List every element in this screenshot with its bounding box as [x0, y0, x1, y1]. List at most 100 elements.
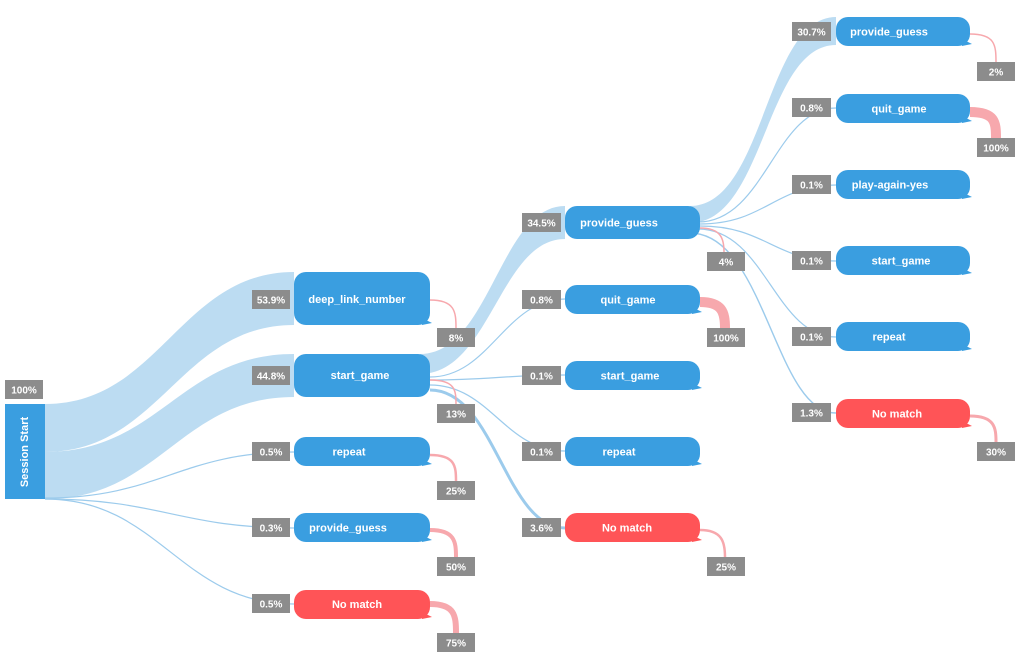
flow-links	[44, 17, 837, 605]
exit-curve-quit-game-3	[969, 107, 1001, 139]
exit-curve-no-match	[429, 601, 459, 634]
pct-badge: 0.5%	[252, 442, 290, 461]
flow-start-to-no-match	[44, 498, 295, 605]
svg-text:8%: 8%	[449, 334, 464, 345]
pct-badge: 34.5%	[522, 213, 561, 232]
exit-badge: 50%	[437, 557, 475, 576]
node-repeat-3[interactable]: repeat	[836, 322, 972, 351]
pct-badge: 53.9%	[252, 290, 290, 309]
node-provide-guess[interactable]: provide_guess	[294, 513, 432, 542]
pct-badge: 0.3%	[252, 518, 290, 537]
svg-text:0.5%: 0.5%	[260, 600, 283, 611]
exit-badge: 4%	[707, 252, 745, 271]
exit-curve-provide-guess-2	[699, 227, 725, 253]
exit-badge: 25%	[707, 557, 745, 576]
svg-text:1.3%: 1.3%	[800, 409, 823, 420]
svg-text:53.9%: 53.9%	[257, 296, 285, 307]
exit-badge: 13%	[437, 404, 475, 423]
node-label: start_game	[331, 370, 390, 382]
session-start-pct-badge: 100%	[5, 380, 43, 399]
exit-links	[429, 33, 1001, 634]
svg-text:4%: 4%	[719, 258, 734, 269]
node-label: No match	[332, 599, 382, 611]
node-play-again-yes[interactable]: play-again-yes	[836, 170, 972, 199]
node-label: provide_guess	[580, 218, 658, 230]
pct-badge: 30.7%	[792, 22, 831, 41]
node-label: provide_guess	[850, 27, 928, 39]
svg-text:2%: 2%	[989, 68, 1004, 79]
svg-text:75%: 75%	[446, 639, 466, 650]
node-label: repeat	[332, 447, 365, 459]
node-repeat-2[interactable]: repeat	[565, 437, 702, 466]
exit-curve-repeat	[429, 453, 458, 482]
node-label: No match	[602, 523, 652, 535]
node-label: start_game	[601, 371, 660, 383]
session-start-label: Session Start	[19, 417, 31, 488]
exit-curve-quit-game-2	[699, 297, 730, 329]
svg-text:30%: 30%	[986, 448, 1006, 459]
exit-curve-no-match-2	[699, 528, 727, 558]
exit-curve-start-game	[429, 379, 457, 405]
node-quit-game-3[interactable]: quit_game	[836, 94, 972, 123]
svg-text:0.1%: 0.1%	[800, 257, 823, 268]
node-label: No match	[872, 409, 922, 421]
pct-badge: 0.5%	[252, 594, 290, 613]
node-quit-game-2[interactable]: quit_game	[565, 285, 702, 314]
node-provide-guess-2[interactable]: provide_guess	[565, 206, 700, 239]
node-label: provide_guess	[309, 523, 387, 535]
exit-badge: 2%	[977, 62, 1015, 81]
node-start-game-3[interactable]: start_game	[836, 246, 972, 275]
node-repeat[interactable]: repeat	[294, 437, 432, 466]
pct-badge: 0.1%	[792, 327, 831, 346]
svg-text:50%: 50%	[446, 563, 466, 574]
svg-text:3.6%: 3.6%	[530, 524, 553, 535]
svg-text:25%: 25%	[716, 563, 736, 574]
pct-badge: 0.1%	[792, 251, 831, 270]
exit-badge: 100%	[707, 328, 745, 347]
node-provide-guess-3[interactable]: provide_guess	[836, 17, 972, 46]
pct-badge: 0.8%	[522, 290, 561, 309]
node-start-game[interactable]: start_game	[294, 354, 430, 397]
svg-text:0.1%: 0.1%	[530, 372, 553, 383]
pct-badge: 0.8%	[792, 98, 831, 117]
node-start-game-2[interactable]: start_game	[565, 361, 702, 390]
svg-text:0.3%: 0.3%	[260, 524, 283, 535]
session-start-node[interactable]: Session Start	[5, 404, 45, 499]
node-label: repeat	[872, 332, 905, 344]
exit-curve-no-match-3	[969, 414, 998, 443]
node-no-match-3[interactable]: No match	[836, 399, 972, 428]
svg-text:0.5%: 0.5%	[260, 448, 283, 459]
svg-text:100%: 100%	[713, 334, 739, 345]
svg-text:44.8%: 44.8%	[257, 372, 285, 383]
node-label: quit_game	[871, 104, 926, 116]
svg-text:25%: 25%	[446, 487, 466, 498]
flow-start-to-start-game	[45, 354, 294, 499]
svg-text:100%: 100%	[983, 144, 1009, 155]
pct-badge: 0.1%	[522, 366, 561, 385]
flow-start-to-deep-link-number	[45, 272, 294, 452]
node-label: play-again-yes	[852, 180, 928, 192]
flow-provide-guess-to-provide-guess	[690, 17, 836, 223]
svg-text:34.5%: 34.5%	[527, 219, 555, 230]
exit-badge: 25%	[437, 481, 475, 500]
pct-badge: 0.1%	[792, 175, 831, 194]
exit-curve-provide-guess-3	[969, 33, 997, 63]
flow-start-game-to-provide-guess	[420, 206, 565, 374]
svg-text:0.8%: 0.8%	[530, 296, 553, 307]
exit-badge: 75%	[437, 633, 475, 652]
pct-badge: 3.6%	[522, 518, 561, 537]
node-deep-link-number[interactable]: deep_link_number	[294, 272, 432, 325]
svg-text:0.1%: 0.1%	[530, 448, 553, 459]
svg-text:30.7%: 30.7%	[797, 28, 825, 39]
node-label: repeat	[602, 447, 635, 459]
exit-curve-provide-guess	[429, 528, 458, 558]
svg-text:13%: 13%	[446, 410, 466, 421]
node-no-match[interactable]: No match	[294, 590, 432, 619]
exit-badge: 30%	[977, 442, 1015, 461]
pct-badge: 0.1%	[522, 442, 561, 461]
node-no-match-2[interactable]: No match	[565, 513, 702, 542]
pct-badge: 1.3%	[792, 403, 831, 422]
node-label: quit_game	[600, 295, 655, 307]
node-label: deep_link_number	[308, 294, 406, 306]
